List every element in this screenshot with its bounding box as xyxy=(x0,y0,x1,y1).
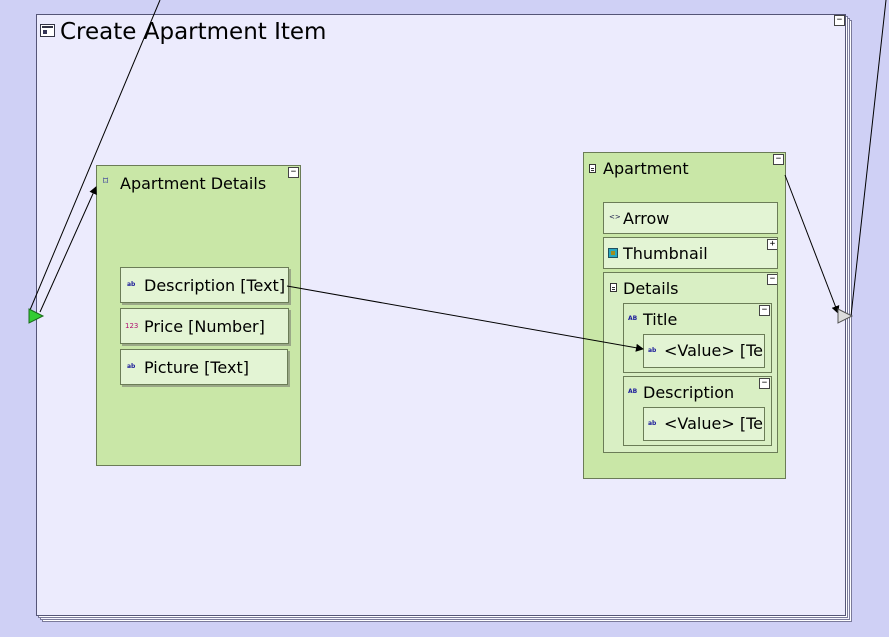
apartment-label: Apartment xyxy=(603,159,689,178)
text-type-icon: ab xyxy=(127,281,136,288)
details-label: Details xyxy=(623,279,679,298)
description-label: Description xyxy=(643,383,735,402)
diagram-title: Create Apartment Item xyxy=(60,19,327,45)
attribute-icon: AB xyxy=(628,315,638,322)
start-port-marker[interactable] xyxy=(28,308,45,324)
incoming-flow-line[interactable] xyxy=(29,0,161,311)
description-field[interactable]: ab Description [Text] xyxy=(120,267,289,303)
picture-field[interactable]: ab Picture [Text] xyxy=(120,349,288,385)
picture-field-label: Picture [Text] xyxy=(144,358,249,377)
arrow-label: Arrow xyxy=(623,209,670,228)
description-field-label: Description [Text] xyxy=(144,276,286,295)
title-label: Title xyxy=(643,310,678,329)
start-to-details-link[interactable] xyxy=(39,186,97,313)
description-value-label: <Value> [Te xyxy=(664,414,763,433)
number-type-icon: 123 xyxy=(125,322,139,330)
text-type-icon: ab xyxy=(648,347,657,354)
outgoing-flow-line[interactable] xyxy=(850,0,887,317)
description-value-field[interactable]: ab <Value> [Te xyxy=(643,407,765,441)
description-mapping-link[interactable] xyxy=(286,285,644,352)
title-value-label: <Value> [Te xyxy=(664,341,763,360)
details-collapse-button[interactable]: − xyxy=(767,274,777,285)
thumbnail-expand-button[interactable]: + xyxy=(767,239,777,250)
image-icon xyxy=(608,248,618,258)
title-collapse-button[interactable]: − xyxy=(759,305,770,316)
thumbnail-label: Thumbnail xyxy=(623,244,708,263)
text-type-icon: ab xyxy=(648,420,657,427)
window-icon xyxy=(40,24,55,37)
title-value-field[interactable]: ab <Value> [Te xyxy=(643,334,765,368)
thumbnail-item[interactable]: Thumbnail + xyxy=(603,237,778,269)
price-field-label: Price [Number] xyxy=(144,317,265,336)
arrow-icon: <> xyxy=(609,213,621,221)
frame-collapse-button[interactable]: − xyxy=(834,15,845,26)
apartment-collapse-button[interactable]: − xyxy=(773,154,784,165)
apartment-to-end-link[interactable] xyxy=(784,174,840,314)
list-icon xyxy=(610,283,617,292)
text-type-icon: ab xyxy=(127,363,136,370)
list-icon xyxy=(589,164,596,173)
attribute-icon: AB xyxy=(628,388,638,395)
structure-icon: ⌑ xyxy=(103,176,109,187)
price-field[interactable]: 123 Price [Number] xyxy=(120,308,289,344)
end-port-marker[interactable] xyxy=(837,308,854,324)
apartment-details-collapse-button[interactable]: − xyxy=(288,167,299,178)
apartment-details-label: Apartment Details xyxy=(120,174,267,193)
arrow-item[interactable]: <> Arrow xyxy=(603,202,778,234)
description-collapse-button[interactable]: − xyxy=(759,378,770,389)
